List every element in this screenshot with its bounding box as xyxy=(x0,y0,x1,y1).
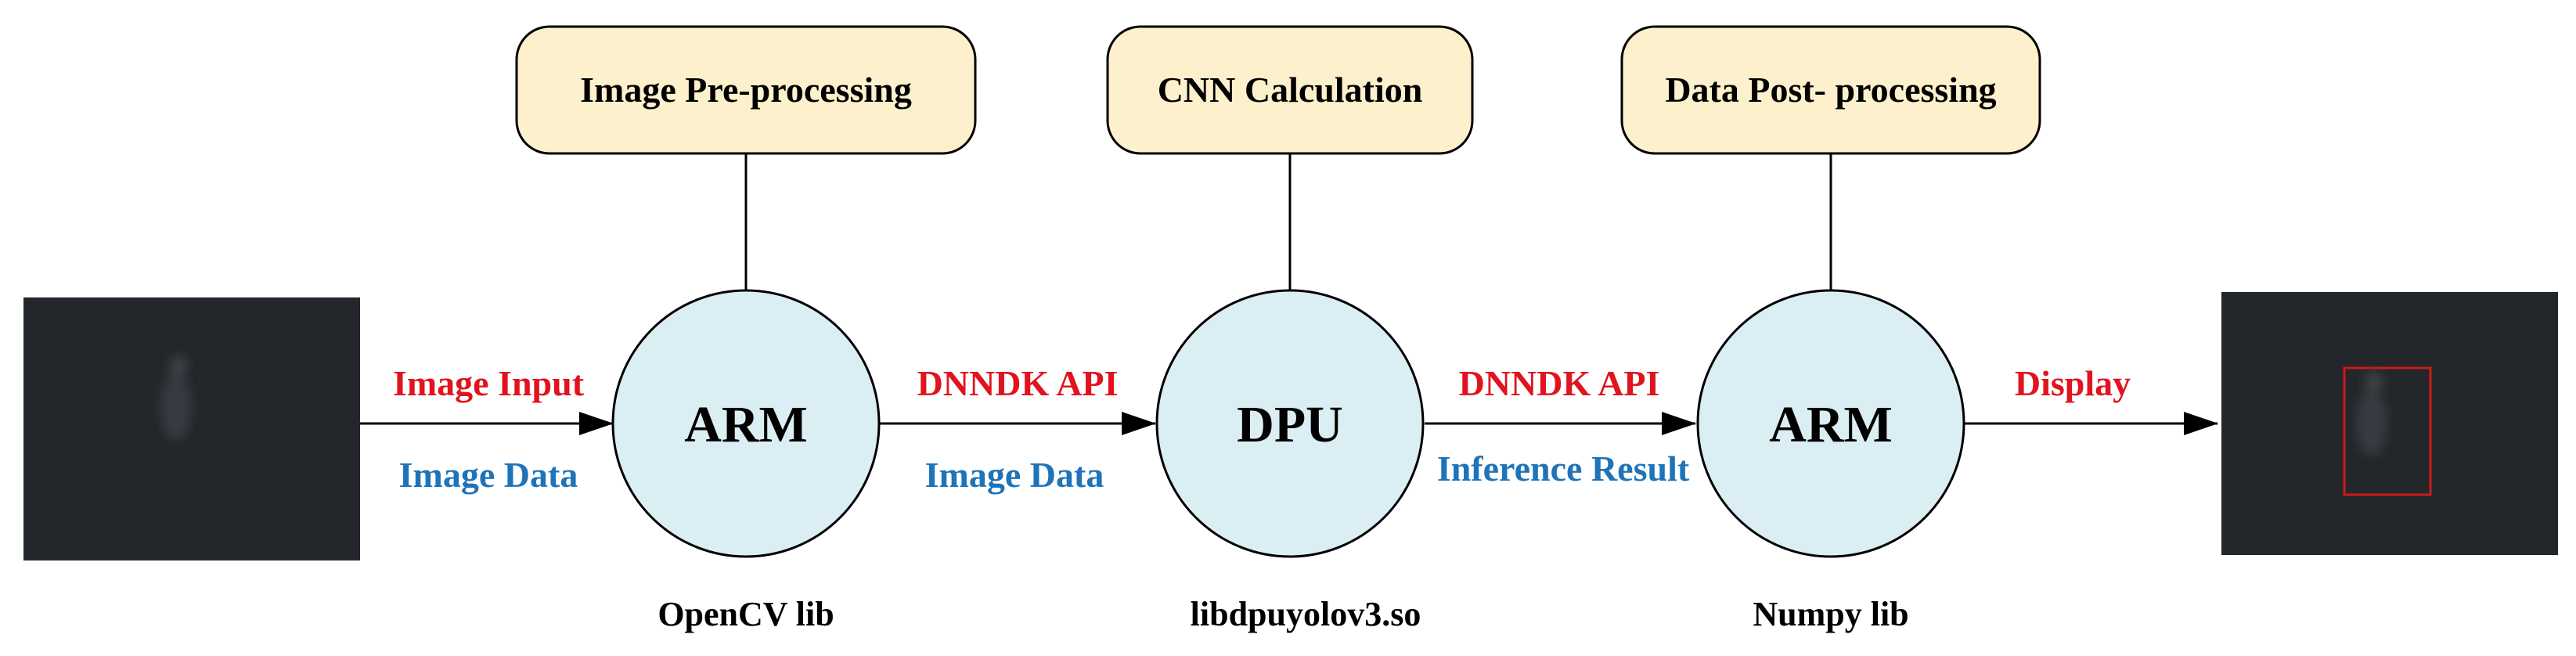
process-box-image-preprocessing: Image Pre-processing xyxy=(515,25,977,155)
lib-label-opencv: OpenCV lib xyxy=(658,595,834,633)
edge-label-dnndk-api-1: DNNDK API xyxy=(917,363,1119,403)
process-label: Image Pre-processing xyxy=(580,70,912,110)
node-circle xyxy=(1155,289,1425,558)
edge-label-dnndk-api-2: DNNDK API xyxy=(1459,363,1660,403)
dark-thermal-frame-icon xyxy=(160,355,192,440)
dark-thermal-frame-with-detection-icon xyxy=(2356,371,2387,456)
detection-box xyxy=(2343,366,2432,496)
output-image-frame xyxy=(2221,292,2558,555)
input-image xyxy=(23,297,360,560)
output-figure-shape xyxy=(2356,390,2387,456)
edge-label-image-data-2: Image Data xyxy=(925,455,1104,495)
edge-label-image-input: Image Input xyxy=(393,363,585,403)
node-arm-2: ARM xyxy=(1696,289,1965,558)
process-box-data-postprocessing: Data Post- processing xyxy=(1620,25,2041,155)
node-circle xyxy=(611,289,881,558)
node-label: DPU xyxy=(1237,396,1343,453)
node-arm-1: ARM xyxy=(611,289,881,558)
node-dpu: DPU xyxy=(1155,289,1425,558)
edge-label-inference-result: Inference Result xyxy=(1437,449,1690,488)
lib-label-numpy: Numpy lib xyxy=(1753,595,1908,633)
output-image xyxy=(2221,292,2558,555)
edge-label-image-data-1: Image Data xyxy=(399,455,578,495)
node-label: ARM xyxy=(1769,396,1893,453)
edge-label-display: Display xyxy=(2015,363,2131,403)
output-figure-head xyxy=(2365,371,2383,393)
input-image-frame xyxy=(23,297,360,560)
process-label: Data Post- processing xyxy=(1665,70,1996,110)
node-circle xyxy=(1696,289,1965,558)
input-figure-shape xyxy=(160,374,192,440)
lib-label-libdpuyolov3: libdpuyolov3.so xyxy=(1191,595,1421,633)
node-label: ARM xyxy=(684,396,808,453)
process-label: CNN Calculation xyxy=(1158,70,1423,110)
process-box-cnn-calculation: CNN Calculation xyxy=(1106,25,1474,155)
input-figure-head xyxy=(169,355,188,377)
